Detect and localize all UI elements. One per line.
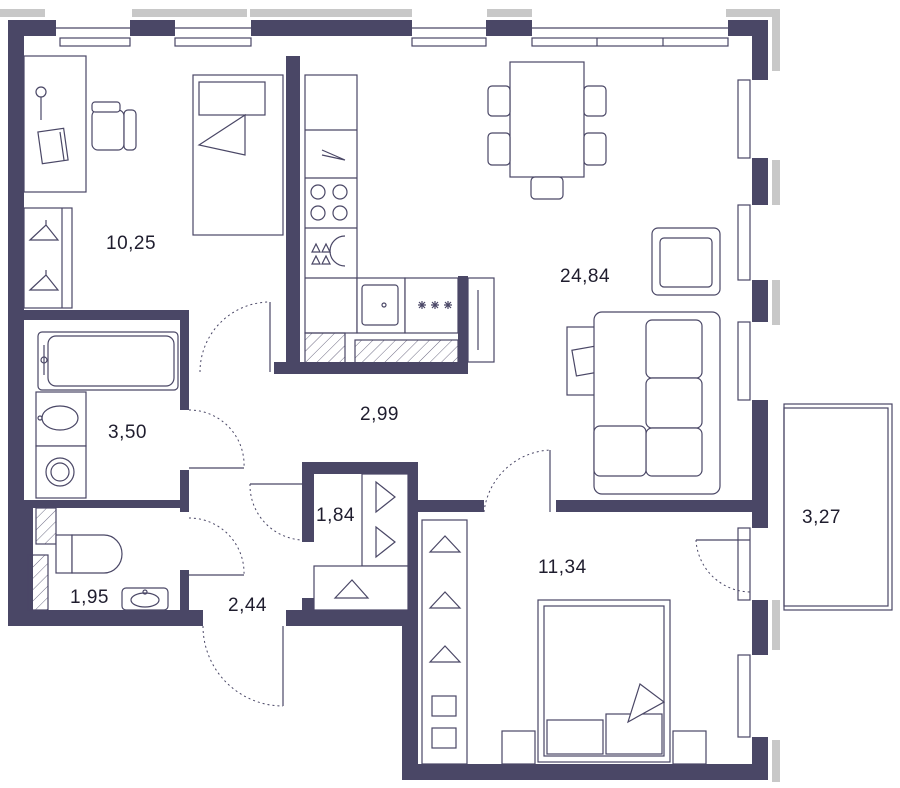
area-balcony: 3,27 — [802, 507, 841, 528]
door-swings — [188, 301, 751, 707]
area-bedroom-2: 11,34 — [538, 557, 587, 578]
kitchen-furniture — [304, 74, 495, 366]
bedroom-2-furniture — [421, 519, 707, 765]
area-entrance: 2,44 — [228, 595, 267, 616]
area-bathroom: 3,50 — [108, 422, 147, 443]
balcony — [783, 403, 893, 611]
windows-right — [737, 79, 768, 738]
bedroom-1-furniture — [23, 55, 284, 309]
living-furniture — [487, 61, 721, 495]
area-hallway: 2,99 — [360, 404, 399, 425]
wardrobe-fixtures — [313, 473, 409, 611]
hob-icon — [418, 301, 452, 309]
bathroom-fixtures — [35, 331, 179, 499]
area-living-kitchen: 24,84 — [560, 266, 610, 287]
windows-top — [56, 20, 729, 47]
area-toilet: 1,95 — [70, 587, 109, 608]
area-labels: 10,25 24,84 3,50 2,99 1,84 3,27 11,34 1,… — [70, 233, 841, 616]
exterior-shading — [0, 9, 780, 782]
area-bedroom-1: 10,25 — [106, 233, 156, 254]
area-wardrobe: 1,84 — [316, 505, 355, 526]
toilet-fixtures — [27, 507, 169, 611]
